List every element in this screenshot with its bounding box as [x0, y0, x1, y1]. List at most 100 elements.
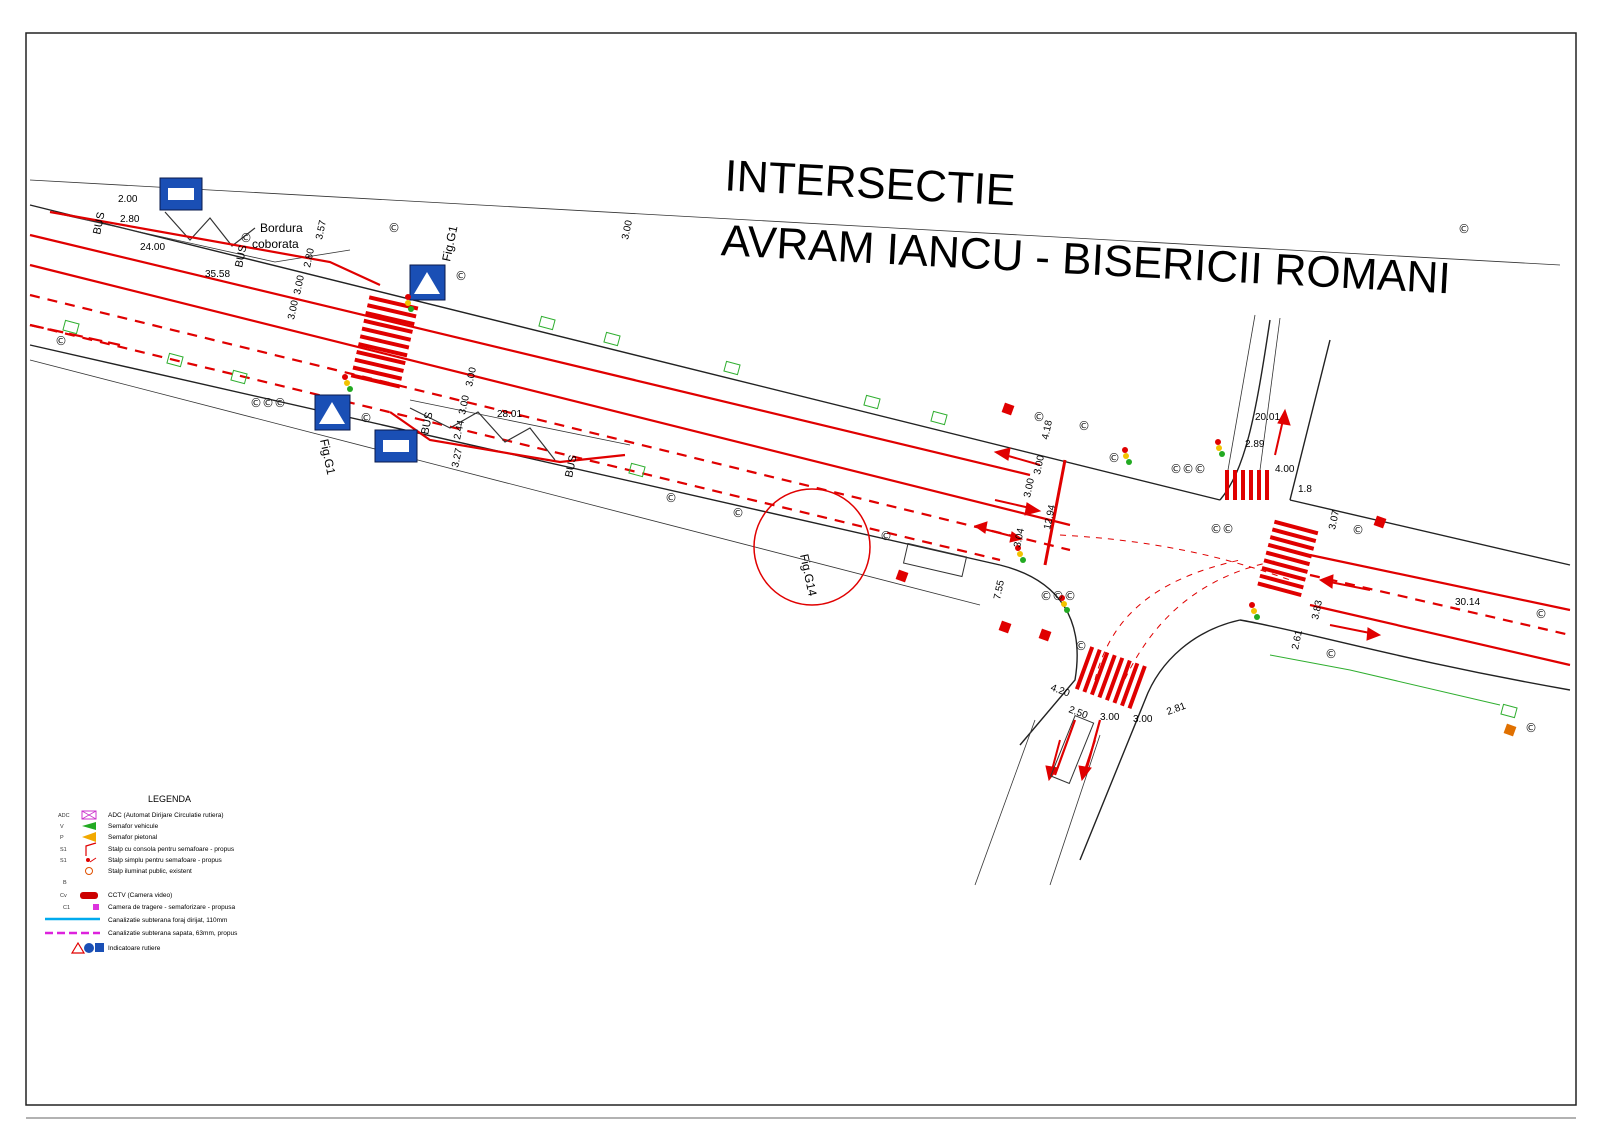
- street-light-icon: ©: [1525, 721, 1537, 735]
- street-light-icon: ©: [1075, 639, 1087, 653]
- traffic-light-icon: [1015, 545, 1026, 563]
- dimension-text: 2.89: [1245, 439, 1265, 450]
- north-kerb-line: [29, 204, 1221, 501]
- legend-item: Canalizatie subterana sapata, 63mm, prop…: [45, 930, 238, 937]
- pedestrian-crossing-south: [1074, 646, 1147, 710]
- legend-item: Canalizatie subterana foraj dirijat, 110…: [45, 917, 227, 924]
- street-light-icon: ©: [732, 506, 744, 520]
- legend-item: S1 Stalp simplu pentru semafoare - propu…: [60, 857, 223, 864]
- dimension-text: 35.58: [205, 269, 230, 280]
- tree-icon: [1500, 703, 1518, 719]
- street-light-icon: ©©: [1210, 522, 1234, 536]
- legend-item: C1 Camera de tragere - semaforizare - pr…: [63, 904, 236, 911]
- dimension-text: 28.01: [497, 409, 522, 420]
- tree-icon: [230, 369, 248, 385]
- fig-g1-bottom-label: Fig.G1: [317, 438, 338, 476]
- legend-code: P: [60, 835, 64, 841]
- fig-g1-top-label: Fig.G1: [439, 224, 460, 262]
- lane-arrows: [973, 408, 1382, 782]
- tree-icon: [166, 352, 184, 368]
- dimension-labels: 2.00 2.80 24.00 35.58 3.57 2.80 3.00 3.0…: [118, 194, 1480, 725]
- detail-callout-circle: [753, 488, 871, 606]
- bus-zigzag-bottom: [409, 407, 556, 461]
- dimension-text: 3.00: [1133, 714, 1153, 725]
- street-light-symbols: © © ©©© © © © © © © © © © ©©© ©© ©©© © ©…: [55, 221, 1547, 735]
- bus-bay-red-bottom: [389, 411, 626, 464]
- arrow-left-east-icon: [1318, 574, 1371, 591]
- vehicle-signal-icon: [82, 822, 96, 830]
- street-light-icon: ©: [1535, 607, 1547, 621]
- street-light-icon: ©: [240, 231, 252, 245]
- legend-code: S1: [60, 847, 67, 853]
- arrow-turn-south-icon: [1078, 739, 1096, 782]
- bus-zigzag-top: [164, 211, 256, 247]
- legend: LEGENDA ADC ADC (Automat Dirijare Circul…: [45, 794, 238, 954]
- pedestrian-crossing-north: [1225, 470, 1269, 500]
- dimension-text: 24.00: [140, 242, 165, 253]
- legend-text: ADC (Automat Dirijare Circulatie rutiera…: [108, 812, 224, 819]
- bus-marking-1: BUS: [91, 211, 107, 236]
- bus-marking-2: BUS: [233, 244, 249, 269]
- green-cable-line: [1269, 654, 1501, 706]
- legend-text: Canalizatie subterana sapata, 63mm, prop…: [108, 930, 238, 937]
- legend-code: C1: [63, 905, 70, 911]
- street-light-icon: ©: [880, 529, 892, 543]
- south-sidewalk-line: [29, 359, 981, 606]
- dimension-text: 3.00: [1100, 712, 1120, 723]
- dimension-text: 3.27: [450, 447, 465, 469]
- lane-edge-marking: [29, 263, 1071, 527]
- traffic-light-icon: [1059, 595, 1070, 613]
- bus-bay-bottom: [409, 399, 631, 446]
- main-street: [29, 179, 1561, 606]
- legend-code: B: [63, 880, 67, 886]
- street-light-icon: ©©©: [1170, 462, 1206, 476]
- arrow-up-icon: [1274, 408, 1291, 456]
- cctv-camera-icon: [1373, 515, 1387, 529]
- dimension-text: 30.14: [1455, 597, 1480, 608]
- arrow-right-icon: [994, 499, 1042, 516]
- legend-text: Semafor pietonal: [108, 834, 158, 841]
- street-light-icon: ©: [665, 491, 677, 505]
- south-arm-east-kerb: [1079, 619, 1241, 861]
- street-light-icon: ©: [1078, 419, 1090, 433]
- legend-text: Semafor vehicule: [108, 823, 159, 830]
- street-light-icon: ©: [55, 334, 67, 348]
- north-arm-line: [1227, 314, 1256, 471]
- legend-text: Indicatoare rutiere: [108, 945, 161, 952]
- cctv-camera-icon: [1038, 628, 1052, 642]
- bus-marking-3: BUS: [419, 411, 435, 436]
- adc-box-icon: [81, 810, 97, 820]
- dimension-text: 3.57: [314, 219, 329, 241]
- drawing-title: INTERSECTIE AVRAM IANCU - BISERICII ROMA…: [720, 151, 1452, 303]
- title-line1: INTERSECTIE: [723, 151, 1016, 215]
- south-arm-line-east: [1049, 734, 1101, 886]
- dimension-text: 3.00: [1032, 454, 1047, 476]
- cctv-camera-icon: [80, 892, 98, 899]
- pedestrian-signal-icon: [82, 832, 96, 842]
- turn-guide-1: [1059, 534, 1291, 581]
- bus-bay-red-top: [49, 210, 381, 286]
- north-arm-east-kerb: [1289, 339, 1331, 501]
- arrow-left-right-icon: [973, 521, 1024, 543]
- legend-text: Canalizatie subterana foraj dirijat, 110…: [108, 917, 227, 924]
- legend-text: Stalp iluminat public, existent: [108, 868, 192, 875]
- traffic-light-icon: [342, 374, 353, 392]
- tree-icon: [723, 360, 741, 376]
- traffic-light-icon: [405, 294, 414, 312]
- traffic-light-icon: [1215, 439, 1225, 457]
- arrow-left-icon: [993, 447, 1041, 466]
- legend-title: LEGENDA: [148, 794, 191, 804]
- legend-text: CCTV (Camera video): [108, 892, 172, 899]
- tree-icon: [863, 394, 881, 410]
- legend-item: V Semafor vehicule: [60, 822, 159, 830]
- dimension-text: 3.00: [292, 274, 307, 296]
- legend-text: Stalp simplu pentru semafoare - propus: [108, 857, 223, 864]
- plan-labels: Bordura coborata Fig.G1 Fig.G1 Fig.G14 B…: [91, 211, 820, 598]
- pull-chamber-icon: [93, 904, 99, 910]
- dimension-text: 4.18: [1040, 419, 1055, 441]
- north-property-line: [29, 179, 1561, 266]
- lane-divider-dashed-south: [29, 323, 1001, 562]
- dimension-text: 3.00: [286, 299, 301, 321]
- simple-pole-icon: [86, 858, 90, 862]
